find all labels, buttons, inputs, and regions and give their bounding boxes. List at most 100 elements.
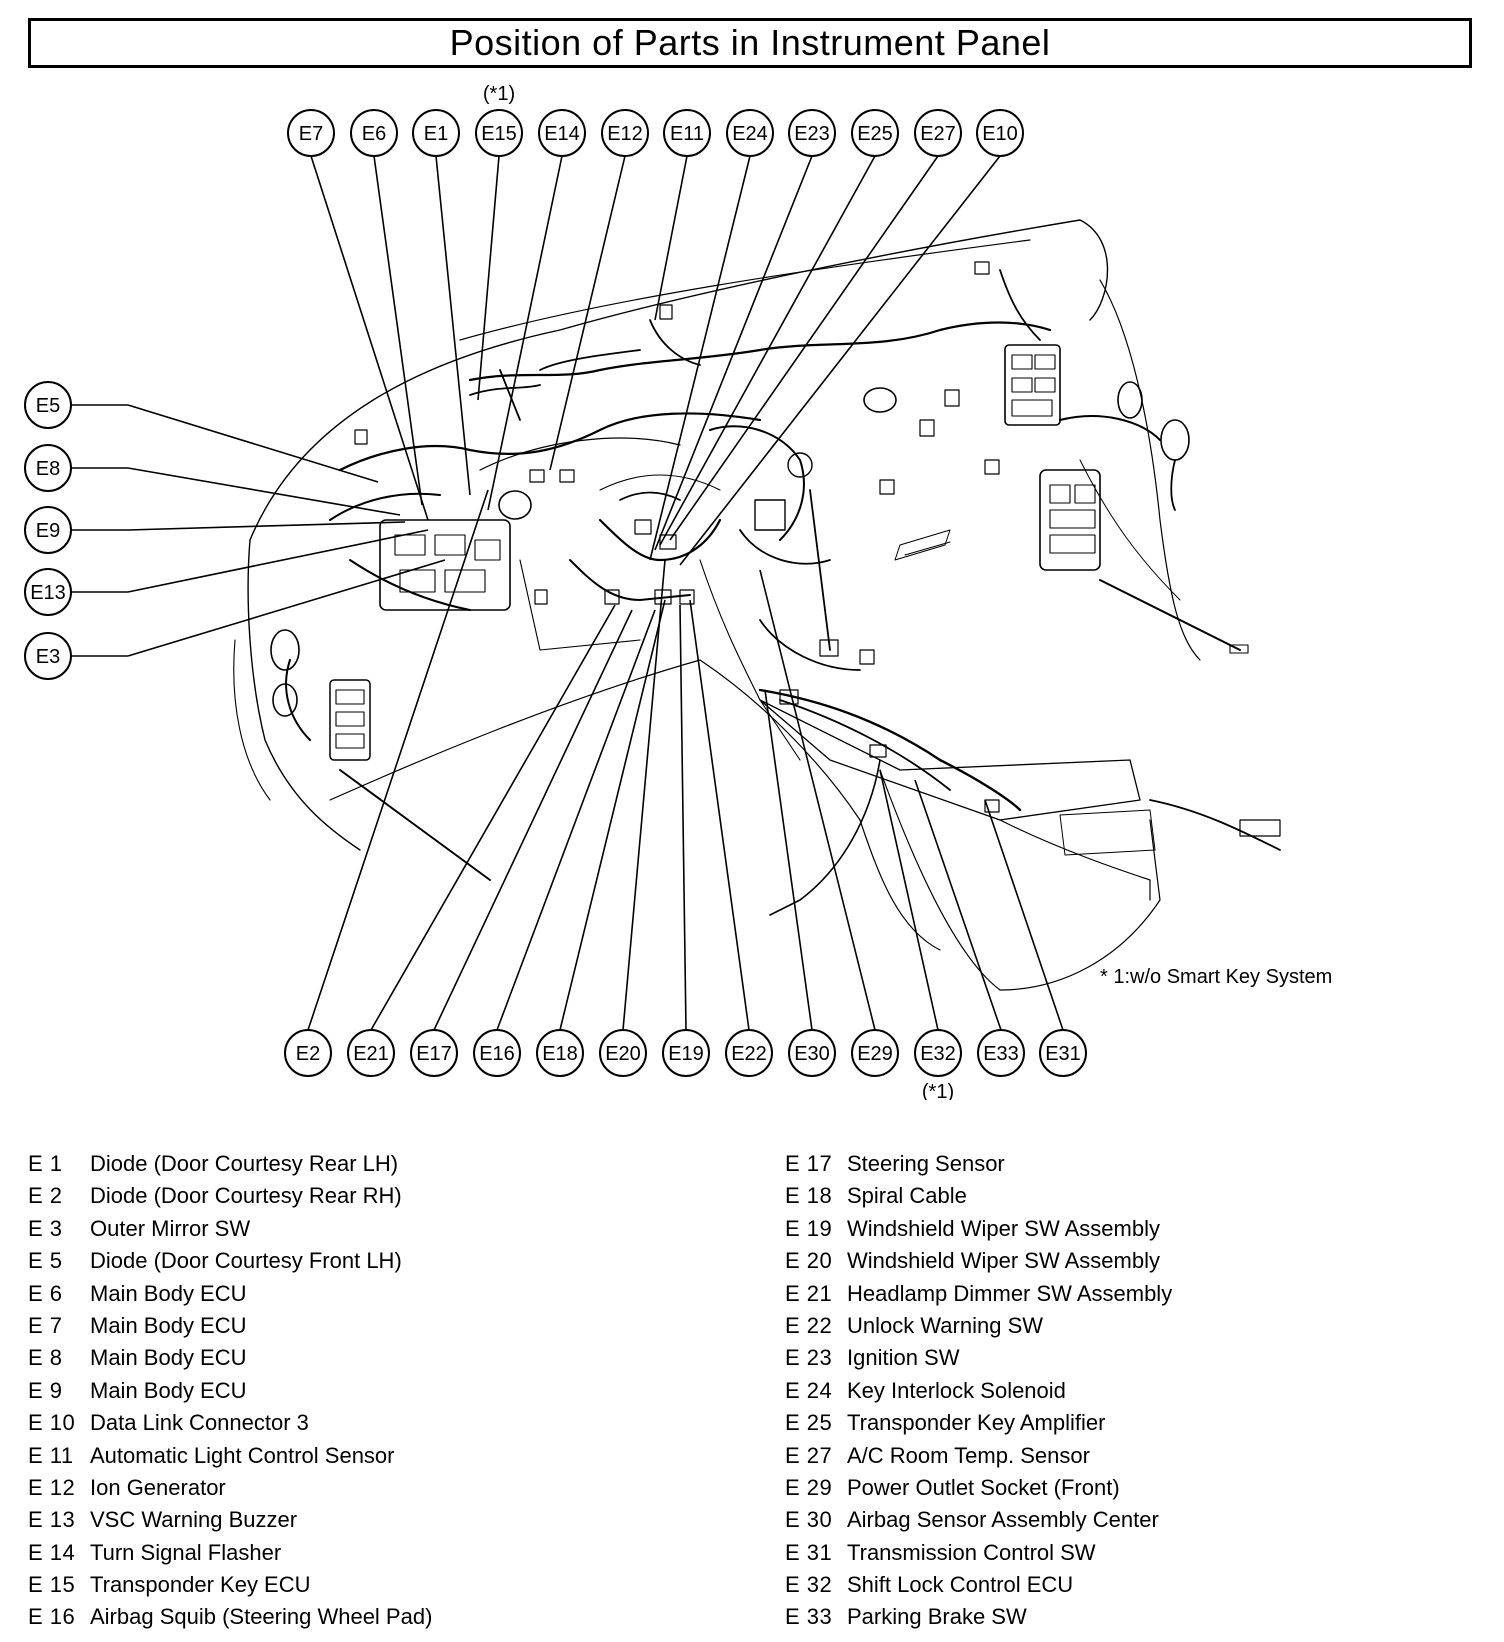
callout-label: E5 xyxy=(36,395,60,417)
leader-line xyxy=(127,404,379,483)
callout-circle xyxy=(473,1029,521,1077)
legend-part-name: Outer Mirror SW xyxy=(90,1215,251,1241)
leader-line xyxy=(764,689,813,1031)
part-callout: E11 xyxy=(663,109,711,157)
legend-code: E 24 xyxy=(785,1377,833,1403)
callout-label: E9 xyxy=(36,520,60,542)
legend-part-name: Transponder Key Amplifier xyxy=(847,1410,1106,1436)
legend-part-name: VSC Warning Buzzer xyxy=(90,1507,298,1533)
leader-line xyxy=(496,609,656,1031)
callout-label: E6 xyxy=(362,123,386,145)
callout-label: E24 xyxy=(732,123,768,145)
legend-part-name: Parking Brake SW xyxy=(847,1604,1027,1630)
legend-part-name: Diode (Door Courtesy Rear LH) xyxy=(90,1151,399,1176)
leader-line xyxy=(477,155,500,401)
callout-label: E8 xyxy=(36,458,60,480)
legend-code: E 29 xyxy=(785,1474,833,1500)
legend-part-name: Airbag Squib (Steering Wheel Pad) xyxy=(90,1604,433,1630)
legend-code: E 21 xyxy=(785,1280,833,1306)
part-callout: E8 xyxy=(24,444,72,492)
callout-circle xyxy=(851,109,899,157)
callout-circle xyxy=(350,109,398,157)
part-callout: E14 xyxy=(538,109,586,157)
legend-code: E 30 xyxy=(785,1507,833,1533)
leader-line xyxy=(654,155,813,551)
leader-line xyxy=(879,769,939,1031)
legend-part-name: Ion Generator xyxy=(90,1474,226,1500)
legend-part-name: Headlamp Dimmer SW Assembly xyxy=(847,1280,1173,1306)
callout-label: E20 xyxy=(605,1043,641,1065)
part-callout: E10 xyxy=(976,109,1024,157)
legend-code: E 27 xyxy=(785,1442,833,1468)
legend-part-name: Shift Lock Control ECU xyxy=(847,1572,1074,1598)
legend-code: E 17 xyxy=(785,1151,833,1176)
legend-code: E 6 xyxy=(28,1280,63,1306)
part-callout: E3 xyxy=(24,632,72,680)
legend-row: E 30 Airbag Sensor Assembly Center xyxy=(785,1504,1172,1536)
leader-line xyxy=(127,529,429,593)
legend-code: E 10 xyxy=(28,1410,76,1436)
leader-line xyxy=(433,609,633,1031)
callout-circle xyxy=(24,506,72,554)
legend-code: E 1 xyxy=(28,1151,63,1176)
part-callout: E7 xyxy=(287,109,335,157)
callout-circle xyxy=(24,632,72,680)
instrument-panel-diagram: E7E6E1E15E14E12E11E24E23E25E27E10E5E8E9E… xyxy=(24,83,1332,1100)
part-callout: E33 xyxy=(977,1029,1025,1077)
part-callout: E5 xyxy=(24,381,72,429)
legend-part-name: Airbag Sensor Assembly Center xyxy=(847,1507,1159,1533)
legend-code: E 32 xyxy=(785,1572,833,1598)
part-callout: E19 xyxy=(662,1029,710,1077)
leader-line xyxy=(549,155,626,471)
leader-line xyxy=(373,155,423,506)
callout-circle xyxy=(788,1029,836,1077)
callout-circle xyxy=(410,1029,458,1077)
leader-line xyxy=(659,155,876,546)
callout-label: E27 xyxy=(920,123,956,145)
legend-code: E 9 xyxy=(28,1377,63,1403)
part-callout: E23 xyxy=(788,109,836,157)
part-callout: E29 xyxy=(851,1029,899,1077)
callout-circle xyxy=(287,109,335,157)
legend-row: E 29 Power Outlet Socket (Front) xyxy=(785,1472,1172,1504)
callout-label: E11 xyxy=(670,123,704,145)
leader-line xyxy=(984,799,1064,1031)
leader-line xyxy=(914,779,1002,1031)
leader-line xyxy=(127,467,401,516)
legend-code: E 23 xyxy=(785,1345,833,1371)
callout-label: E33 xyxy=(983,1043,1019,1065)
part-callout: E22 xyxy=(725,1029,773,1077)
callout-circle xyxy=(976,109,1024,157)
callout-circle xyxy=(663,109,711,157)
legend-part-name: Diode (Door Courtesy Rear RH) xyxy=(90,1183,402,1209)
legend-part-name: A/C Room Temp. Sensor xyxy=(847,1442,1090,1468)
callout-circle xyxy=(284,1029,332,1077)
callout-circle xyxy=(662,1029,710,1077)
legend-code: E 16 xyxy=(28,1604,76,1630)
callout-label: E2 xyxy=(296,1043,320,1065)
callout-circle xyxy=(914,1029,962,1077)
legend-code: E 8 xyxy=(28,1345,63,1371)
legend-part-name: Data Link Connector 3 xyxy=(90,1410,309,1436)
callout-label: E25 xyxy=(857,123,893,145)
part-callout: E20 xyxy=(599,1029,647,1077)
legend-code: E 19 xyxy=(785,1215,833,1241)
legend-part-name: Spiral Cable xyxy=(847,1183,967,1209)
callout-label: E22 xyxy=(731,1043,767,1065)
legend-part-name: Power Outlet Socket (Front) xyxy=(847,1474,1120,1500)
leader-line xyxy=(559,599,666,1031)
legend-code: E 12 xyxy=(28,1474,76,1500)
part-callout: E2 xyxy=(284,1029,332,1077)
